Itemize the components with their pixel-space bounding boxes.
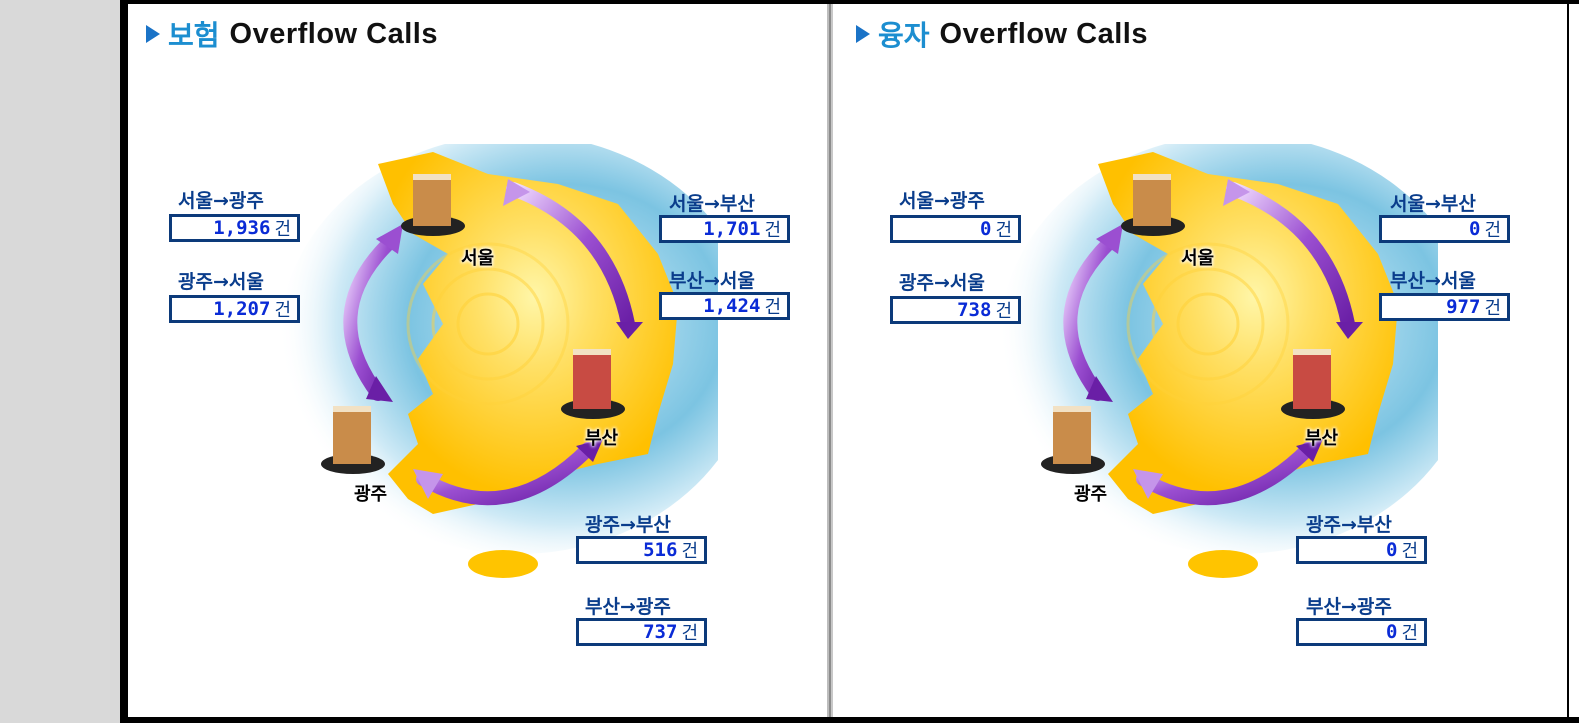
route-count-busan-gwangju: 737 건 <box>576 618 707 646</box>
insurance-overflow-panel: 보험 Overflow Calls <box>128 4 824 717</box>
route-count-gwangju-seoul: 738 건 <box>890 296 1021 324</box>
panel-title-text: Overflow Calls <box>939 17 1148 50</box>
route-count-seoul-busan: 1,701 건 <box>659 215 790 243</box>
building-icon-gwangju <box>321 406 385 474</box>
route-label-seoul-busan: 서울→부산 <box>1390 193 1476 215</box>
building-icon-busan <box>561 349 625 419</box>
route-label-seoul-gwangju: 서울→광주 <box>178 190 264 212</box>
route-label-gwangju-seoul: 광주→서울 <box>178 271 264 293</box>
route-unit: 건 <box>764 297 781 318</box>
city-label-seoul: 서울 <box>1181 248 1215 269</box>
route-value: 0 <box>1468 218 1481 240</box>
route-count-gwangju-busan: 516 건 <box>576 536 707 564</box>
route-value: 737 <box>643 621 678 643</box>
route-unit: 건 <box>681 541 698 562</box>
route-label-gwangju-seoul: 광주→서울 <box>899 272 985 294</box>
panel-splitter[interactable] <box>824 4 838 717</box>
route-value: 1,207 <box>213 298 271 320</box>
ripple <box>456 292 520 356</box>
route-label-busan-seoul: 부산→서울 <box>1390 270 1476 292</box>
route-label-seoul-gwangju: 서울→광주 <box>899 190 985 212</box>
korea-peninsula <box>378 152 678 514</box>
route-label-gwangju-busan: 광주→부산 <box>1306 514 1392 536</box>
route-unit: 건 <box>1484 298 1501 319</box>
route-label-gwangju-busan: 광주→부산 <box>585 514 671 536</box>
arrow-seoul-busan <box>506 182 635 331</box>
arrow-gwangju-busan <box>1136 442 1315 506</box>
ripple <box>1151 267 1265 381</box>
route-value: 0 <box>1385 621 1398 643</box>
route-value: 1,936 <box>213 217 271 239</box>
korea-map-graphic <box>258 134 758 594</box>
route-value: 0 <box>979 218 992 240</box>
city-label-gwangju: 광주 <box>354 484 388 505</box>
panel-title: 융자 Overflow Calls <box>856 16 1148 52</box>
loan-overflow-panel: 융자 Overflow Calls <box>838 4 1567 717</box>
korea-peninsula <box>1098 152 1398 514</box>
route-count-busan-seoul: 1,424 건 <box>659 292 790 320</box>
panel-title: 보험 Overflow Calls <box>146 16 438 52</box>
route-unit: 건 <box>764 220 781 241</box>
left-sidebar <box>0 0 124 723</box>
route-count-gwangju-busan: 0 건 <box>1296 536 1427 564</box>
ripple <box>1126 242 1290 406</box>
city-label-busan: 부산 <box>1305 428 1339 449</box>
route-count-busan-seoul: 977 건 <box>1379 293 1510 321</box>
route-count-busan-gwangju: 0 건 <box>1296 618 1427 646</box>
panel-title-category: 보험 <box>168 19 220 52</box>
ripple <box>406 242 570 406</box>
ripple <box>431 267 545 381</box>
route-count-seoul-gwangju: 1,936 건 <box>169 214 300 242</box>
building-icon-busan <box>1281 349 1345 419</box>
route-label-busan-gwangju: 부산→광주 <box>1306 596 1392 618</box>
route-value: 1,701 <box>703 218 761 240</box>
route-unit: 건 <box>1401 623 1418 644</box>
building-icon-gwangju <box>1041 406 1105 474</box>
arrow-gwangju-busan <box>416 442 595 506</box>
right-margin <box>1567 4 1579 717</box>
arrow-seoul-busan <box>1226 182 1355 331</box>
route-label-seoul-busan: 서울→부산 <box>669 193 755 215</box>
panel-title-category: 융자 <box>878 19 930 52</box>
city-label-busan: 부산 <box>585 428 619 449</box>
arrow-seoul-gwangju <box>1063 237 1115 401</box>
triangle-bullet-icon <box>146 25 160 43</box>
route-value: 0 <box>1385 539 1398 561</box>
route-unit: 건 <box>995 220 1012 241</box>
city-label-seoul: 서울 <box>461 248 495 269</box>
route-value: 738 <box>957 299 992 321</box>
route-label-busan-seoul: 부산→서울 <box>669 270 755 292</box>
route-label-busan-gwangju: 부산→광주 <box>585 596 671 618</box>
route-unit: 건 <box>1401 541 1418 562</box>
jeju-island <box>1188 550 1258 578</box>
route-count-seoul-busan: 0 건 <box>1379 215 1510 243</box>
jeju-island <box>468 550 538 578</box>
route-count-gwangju-seoul: 1,207 건 <box>169 295 300 323</box>
triangle-bullet-icon <box>856 25 870 43</box>
route-count-seoul-gwangju: 0 건 <box>890 215 1021 243</box>
building-icon-seoul <box>401 174 465 236</box>
ripple <box>1176 292 1240 356</box>
route-unit: 건 <box>274 300 291 321</box>
frame-top-border <box>0 0 1579 4</box>
korea-map-graphic <box>978 134 1478 594</box>
route-unit: 건 <box>274 219 291 240</box>
city-label-gwangju: 광주 <box>1074 484 1108 505</box>
route-value: 977 <box>1446 296 1481 318</box>
arrow-seoul-gwangju <box>343 237 395 401</box>
route-unit: 건 <box>995 301 1012 322</box>
route-unit: 건 <box>681 623 698 644</box>
route-value: 1,424 <box>703 295 761 317</box>
route-value: 516 <box>643 539 678 561</box>
building-icon-seoul <box>1121 174 1185 236</box>
panel-title-text: Overflow Calls <box>229 17 438 50</box>
right-border <box>1567 4 1569 717</box>
route-unit: 건 <box>1484 220 1501 241</box>
